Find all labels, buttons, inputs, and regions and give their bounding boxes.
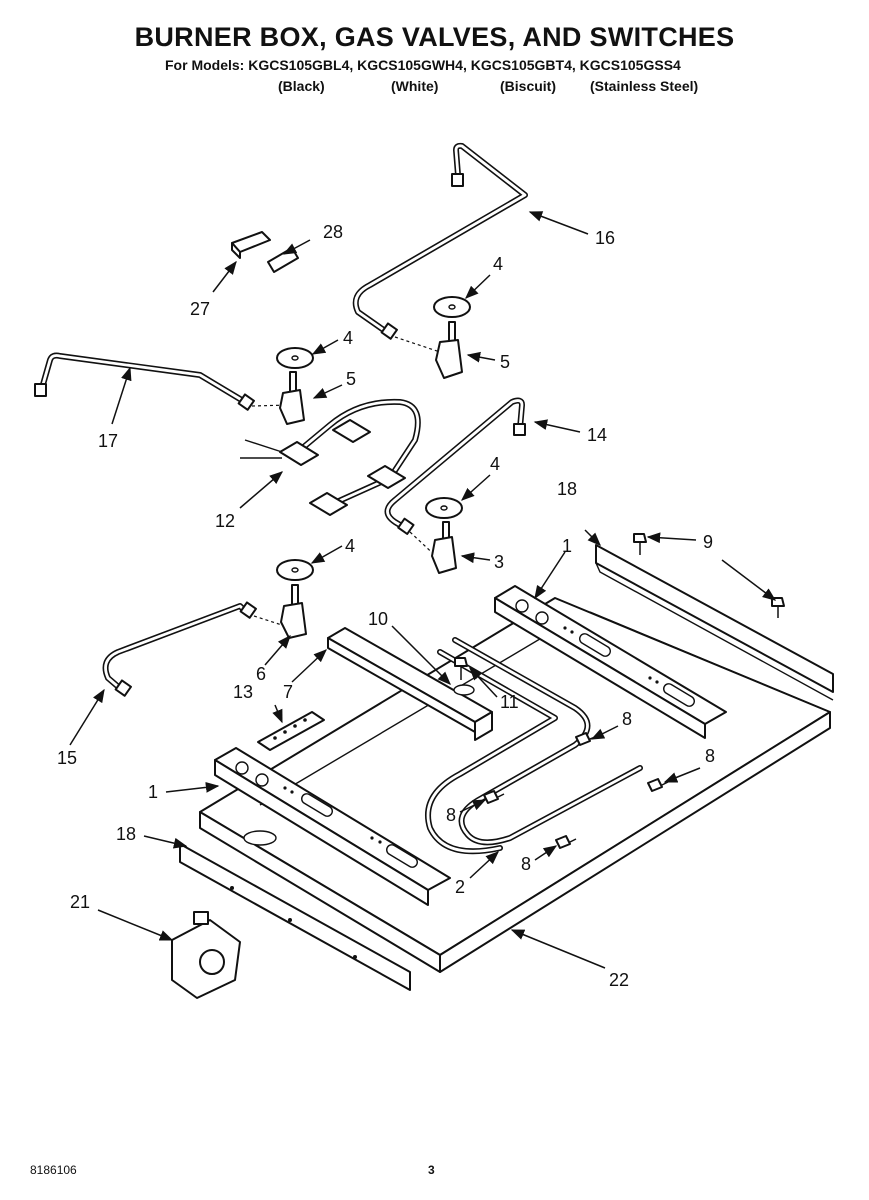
finish-biscuit: (Biscuit)	[500, 78, 556, 94]
callout-5a: 5	[500, 352, 510, 372]
page-number: 3	[428, 1163, 435, 1177]
callout-1b: 1	[562, 536, 572, 556]
callout-12: 12	[215, 511, 235, 531]
callout-18b: 18	[116, 824, 136, 844]
callout-5b: 5	[346, 369, 356, 389]
ignitor-bracket	[267, 247, 299, 273]
callout-labels: 28 27 16 4 5 4 5 17 14 4 12 18 3 4 1 9 1…	[57, 222, 715, 990]
callout-7: 7	[283, 682, 293, 702]
leader-lines	[69, 211, 777, 969]
callout-15: 15	[57, 748, 77, 768]
callout-6: 6	[256, 664, 266, 684]
callout-17: 17	[98, 431, 118, 451]
document-number: 8186106	[30, 1163, 77, 1177]
model-list: For Models: KGCS105GBL4, KGCS105GWH4, KG…	[165, 57, 681, 73]
callout-4a: 4	[493, 254, 503, 274]
burner-bracket-right	[494, 585, 727, 739]
gasket-icons	[276, 296, 471, 581]
callout-2: 2	[455, 877, 465, 897]
callout-4c: 4	[490, 454, 500, 474]
callout-8c: 8	[446, 805, 456, 825]
gas-tubes	[34, 142, 528, 697]
gas-regulator	[171, 911, 241, 999]
callout-11: 11	[500, 692, 519, 712]
callout-27: 27	[190, 299, 210, 319]
callout-1a: 1	[148, 782, 158, 802]
callout-8d: 8	[521, 854, 531, 874]
callout-8a: 8	[622, 709, 632, 729]
callout-28: 28	[323, 222, 343, 242]
side-rail-right	[595, 544, 834, 701]
screw-icons	[453, 533, 785, 849]
callout-21: 21	[70, 892, 90, 912]
mounting-plate	[257, 711, 325, 751]
ignitor-module	[231, 231, 271, 259]
callout-16: 16	[595, 228, 615, 248]
callout-4b: 4	[343, 328, 353, 348]
page-title: BURNER BOX, GAS VALVES, AND SWITCHES	[134, 22, 735, 52]
callout-8b: 8	[705, 746, 715, 766]
finish-white: (White)	[391, 78, 439, 94]
switch-harness	[240, 398, 421, 516]
burner-bracket-left	[214, 747, 451, 906]
center-bracket	[327, 627, 493, 741]
finish-black: (Black)	[278, 78, 325, 94]
callout-10: 10	[368, 609, 388, 629]
callout-18a: 18	[557, 479, 577, 499]
callout-4d: 4	[345, 536, 355, 556]
finish-stainless: (Stainless Steel)	[590, 78, 699, 94]
callout-3: 3	[494, 552, 504, 572]
callout-13: 13	[233, 682, 253, 702]
callout-9: 9	[703, 532, 713, 552]
oval-burner	[425, 637, 643, 855]
side-rail-left	[179, 843, 411, 991]
callout-22: 22	[609, 970, 629, 990]
gas-valve-icons	[279, 321, 463, 639]
callout-14: 14	[587, 425, 607, 445]
